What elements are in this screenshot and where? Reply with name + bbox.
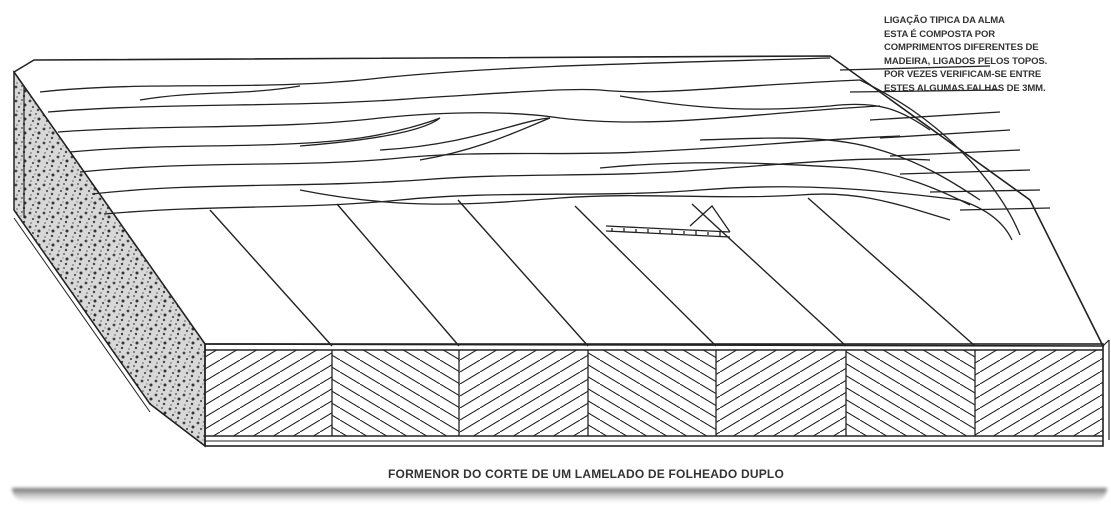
page-shadow [12,488,1107,502]
annotation-line: MADEIRA, LIGADOS PELOS TOPOS. [884,55,1048,67]
annotation-line: ESTES ALGUMAS FALHAS DE 3mm. [884,82,1046,94]
figure-caption: FORMENOR DO CORTE DE UM LAMELADO DE FOLH… [388,467,784,481]
plank-seams [209,197,976,347]
joint-annotation: LIGAÇÃO TIPICA DA ALMA ESTA É COMPOSTA P… [884,14,1109,96]
annotation-line: ESTA É COMPOSTA POR [884,28,996,40]
joint-gap-detail [605,205,731,238]
veneer-grain [39,57,1051,241]
annotation-line: POR VEZES VERIFICAM-SE ENTRE [884,69,1042,81]
annotation-line: LIGAÇÃO TIPICA DA ALMA [884,15,1005,26]
front-cross-section [205,350,1103,436]
annotation-line: COMPRIMENTOS DIFERENTES DE [884,42,1039,54]
top-surface [12,55,1105,347]
